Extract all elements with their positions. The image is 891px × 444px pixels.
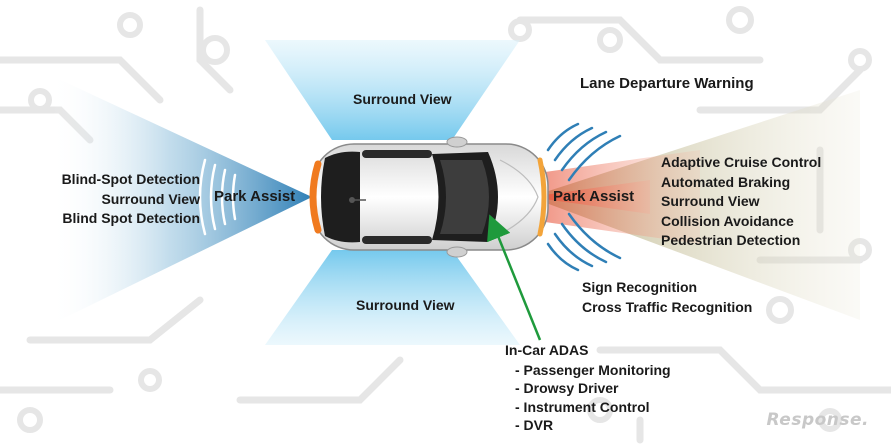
in-car-adas-item: - Drowsy Driver (515, 380, 619, 396)
front-feature-item: Pedestrian Detection (661, 232, 801, 248)
front-feature-item: Collision Avoidance (661, 212, 794, 229)
side-front-features-list: Sign Recognition Cross Traffic Recogniti… (582, 278, 752, 317)
front-features-list: Adaptive Cruise Control Automated Brakin… (661, 153, 821, 251)
rear-features-list: Blind-Spot Detection Surround View Blind… (62, 170, 200, 229)
in-car-adas-title: In-Car ADAS (505, 342, 589, 358)
in-car-adas-item: - Instrument Control (515, 398, 650, 415)
park-assist-rear-label: Park Assist (214, 188, 296, 205)
surround-view-top-label: Surround View (353, 91, 452, 107)
front-feature-item: Surround View (661, 193, 760, 209)
rear-beam (50, 75, 312, 325)
lane-departure-label: Lane Departure Warning (580, 75, 754, 92)
park-assist-front-label: Park Assist (553, 188, 635, 205)
rear-feature-item: Blind-Spot Detection (61, 171, 200, 187)
in-car-adas-item: - Passenger Monitoring (515, 361, 671, 378)
in-car-adas-items: - Passenger Monitoring - Drowsy Driver -… (505, 361, 671, 435)
top-beam (265, 40, 520, 140)
front-upper-wave-arcs (546, 122, 622, 182)
in-car-arrow (487, 214, 542, 341)
bottom-beam (265, 250, 520, 345)
rear-wave-arcs (198, 158, 237, 236)
front-lower-wave-arcs (546, 212, 622, 272)
rear-feature-item: Blind Spot Detection (62, 210, 200, 226)
in-car-adas-block: In-Car ADAS - Passenger Monitoring - Dro… (505, 341, 671, 435)
in-car-adas-item: - DVR (515, 417, 554, 433)
side-front-feature-item: Cross Traffic Recognition (582, 298, 753, 315)
car-top-view (309, 136, 549, 258)
front-feature-item: Automated Braking (661, 173, 791, 190)
rear-feature-item: Surround View (101, 190, 200, 207)
front-red-beam-spread (545, 150, 700, 244)
response-logo: Response. (766, 410, 869, 430)
front-feature-item: Adaptive Cruise Control (661, 154, 822, 170)
side-front-feature-item: Sign Recognition (582, 279, 698, 295)
surround-view-bottom-label: Surround View (356, 297, 455, 313)
